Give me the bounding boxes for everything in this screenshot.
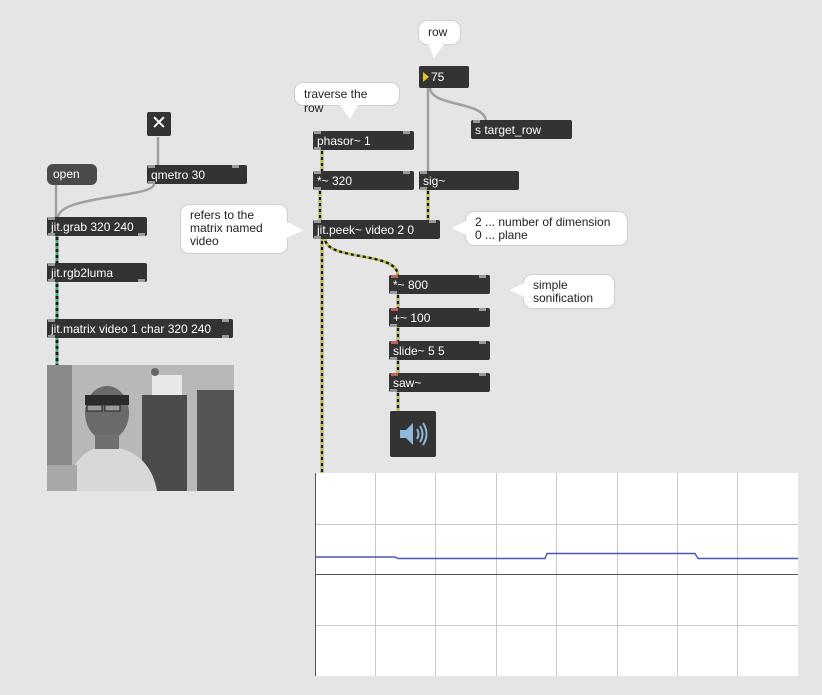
saw-object[interactable]: saw~ — [389, 373, 490, 392]
add-100-object[interactable]: +~ 100 — [389, 308, 490, 327]
comment-sonification: simple sonification — [523, 274, 615, 309]
phasor-object[interactable]: phasor~ 1 — [313, 131, 414, 150]
send-target-row-object[interactable]: s target_row — [471, 120, 572, 139]
sig-object[interactable]: sig~ — [419, 171, 519, 190]
jit-peek-label: jit.peek~ video 2 0 — [317, 223, 415, 237]
sig-label: sig~ — [423, 174, 446, 188]
signal-scope[interactable] — [315, 473, 798, 676]
jit-rgb2luma-label: jit.rgb2luma — [51, 266, 114, 280]
speaker-icon — [400, 422, 428, 446]
jit-peek-object[interactable]: jit.peek~ video 2 0 — [313, 220, 440, 239]
open-message-label: open — [53, 167, 80, 181]
comment-sonification-tail — [510, 283, 524, 297]
jit-grab-label: jit.grab 320 240 — [51, 220, 134, 234]
scope-signal-line — [315, 552, 798, 560]
comment-traverse-tail — [340, 105, 358, 119]
saw-label: saw~ — [393, 376, 422, 390]
row-number-value: 75 — [431, 70, 445, 84]
send-target-row-label: s target_row — [475, 123, 542, 137]
multiply-320-object[interactable]: *~ 320 — [313, 171, 414, 190]
qmetro-label: qmetro 30 — [151, 168, 206, 182]
multiply-800-label: *~ 800 — [393, 278, 429, 292]
slide-object[interactable]: slide~ 5 5 — [389, 341, 490, 360]
cord-number-send — [428, 86, 488, 123]
close-icon: ✕ — [151, 113, 167, 134]
video-frame — [47, 365, 234, 491]
add-100-label: +~ 100 — [393, 311, 431, 325]
cord-qmetro-grab — [56, 183, 156, 219]
ezdac-speaker-button[interactable] — [390, 411, 436, 457]
row-number-box[interactable]: 75 — [419, 66, 469, 88]
scope-graph — [315, 473, 798, 676]
slide-label: slide~ 5 5 — [393, 344, 445, 358]
open-message-button[interactable]: open — [47, 164, 97, 185]
toggle[interactable]: ✕ — [147, 112, 171, 136]
jit-rgb2luma-object[interactable]: jit.rgb2luma — [47, 263, 147, 282]
phasor-label: phasor~ 1 — [317, 134, 371, 148]
comment-dimension-tail — [452, 221, 466, 235]
comment-row: row — [418, 20, 461, 45]
comment-dimension: 2 ... number of dimension 0 ... plane — [465, 211, 628, 246]
qmetro-object[interactable]: qmetro 30 — [147, 165, 247, 184]
multiply-800-object[interactable]: *~ 800 — [389, 275, 490, 294]
comment-refers-tail — [287, 222, 303, 238]
jit-matrix-label: jit.matrix video 1 char 320 240 — [51, 322, 212, 336]
comment-row-tail — [428, 44, 444, 58]
comment-refers-matrix: refers to the matrix named video — [180, 204, 288, 254]
video-display[interactable] — [47, 365, 234, 491]
multiply-320-label: *~ 320 — [317, 174, 353, 188]
jit-matrix-object[interactable]: jit.matrix video 1 char 320 240 — [47, 319, 233, 338]
jit-grab-object[interactable]: jit.grab 320 240 — [47, 217, 147, 236]
comment-traverse: traverse the row — [294, 82, 400, 115]
